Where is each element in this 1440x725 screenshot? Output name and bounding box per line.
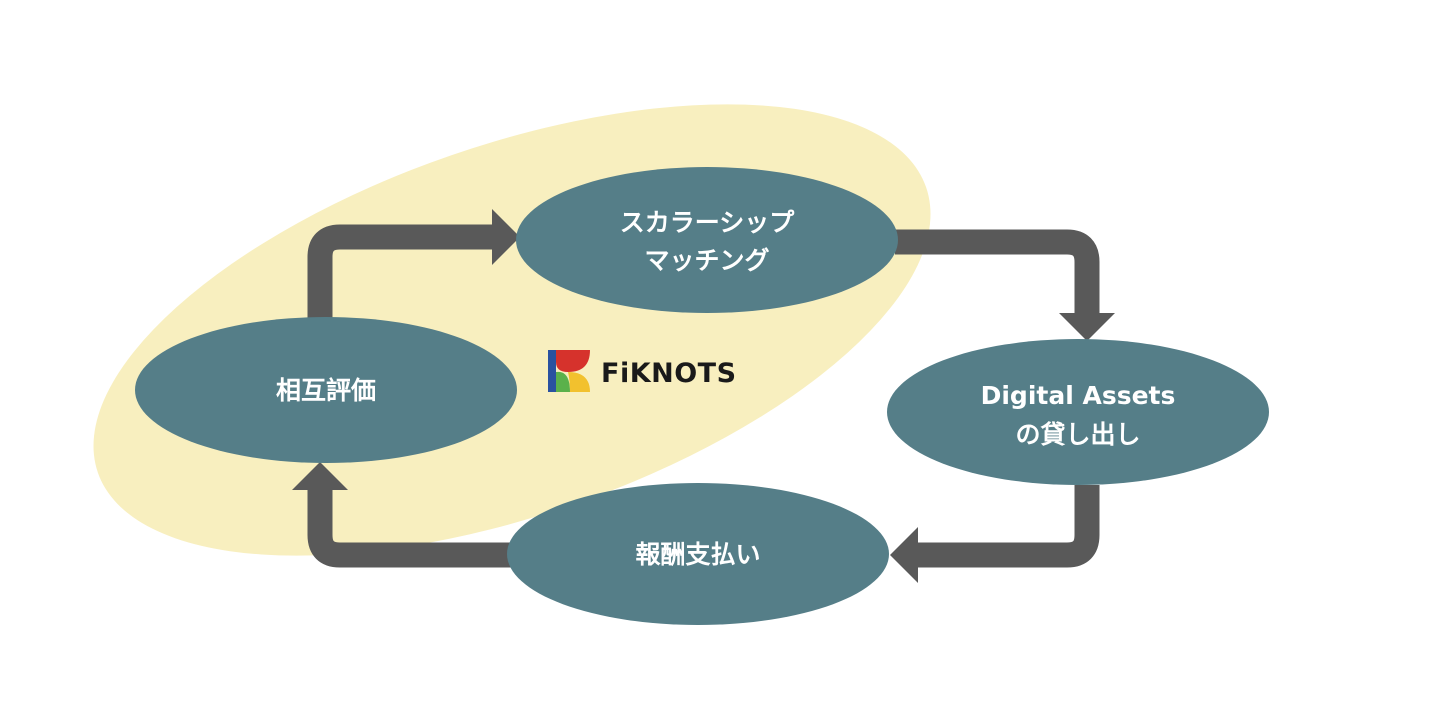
node-label-line: 報酬支払い: [635, 540, 760, 569]
node-digital-assets-lending: Digital Assets の貸し出し: [887, 339, 1269, 485]
fiknots-logo: FiKNOTS: [548, 350, 737, 392]
node-scholarship-matching: スカラーシップ マッチング: [516, 167, 898, 313]
fiknots-logo-icon: [548, 350, 590, 392]
node-label-line: Digital Assets: [981, 381, 1176, 410]
node-label-line: の貸し出し: [1015, 420, 1140, 449]
node-reward-payment: 報酬支払い: [507, 483, 889, 625]
arrow-review-to-scholarship: [307, 209, 520, 320]
node-label-line: マッチング: [644, 246, 769, 275]
node-label-line: スカラーシップ: [620, 208, 796, 237]
arrow-lending-to-payment: [890, 485, 1100, 583]
node-label-line: 相互評価: [276, 376, 376, 405]
node-mutual-review: 相互評価: [135, 317, 517, 463]
arrow-payment-to-review: [292, 462, 512, 568]
fiknots-logo-text: FiKNOTS: [601, 358, 737, 389]
arrow-scholarship-to-lending: [895, 229, 1115, 341]
flow-arrows: [292, 209, 1115, 583]
